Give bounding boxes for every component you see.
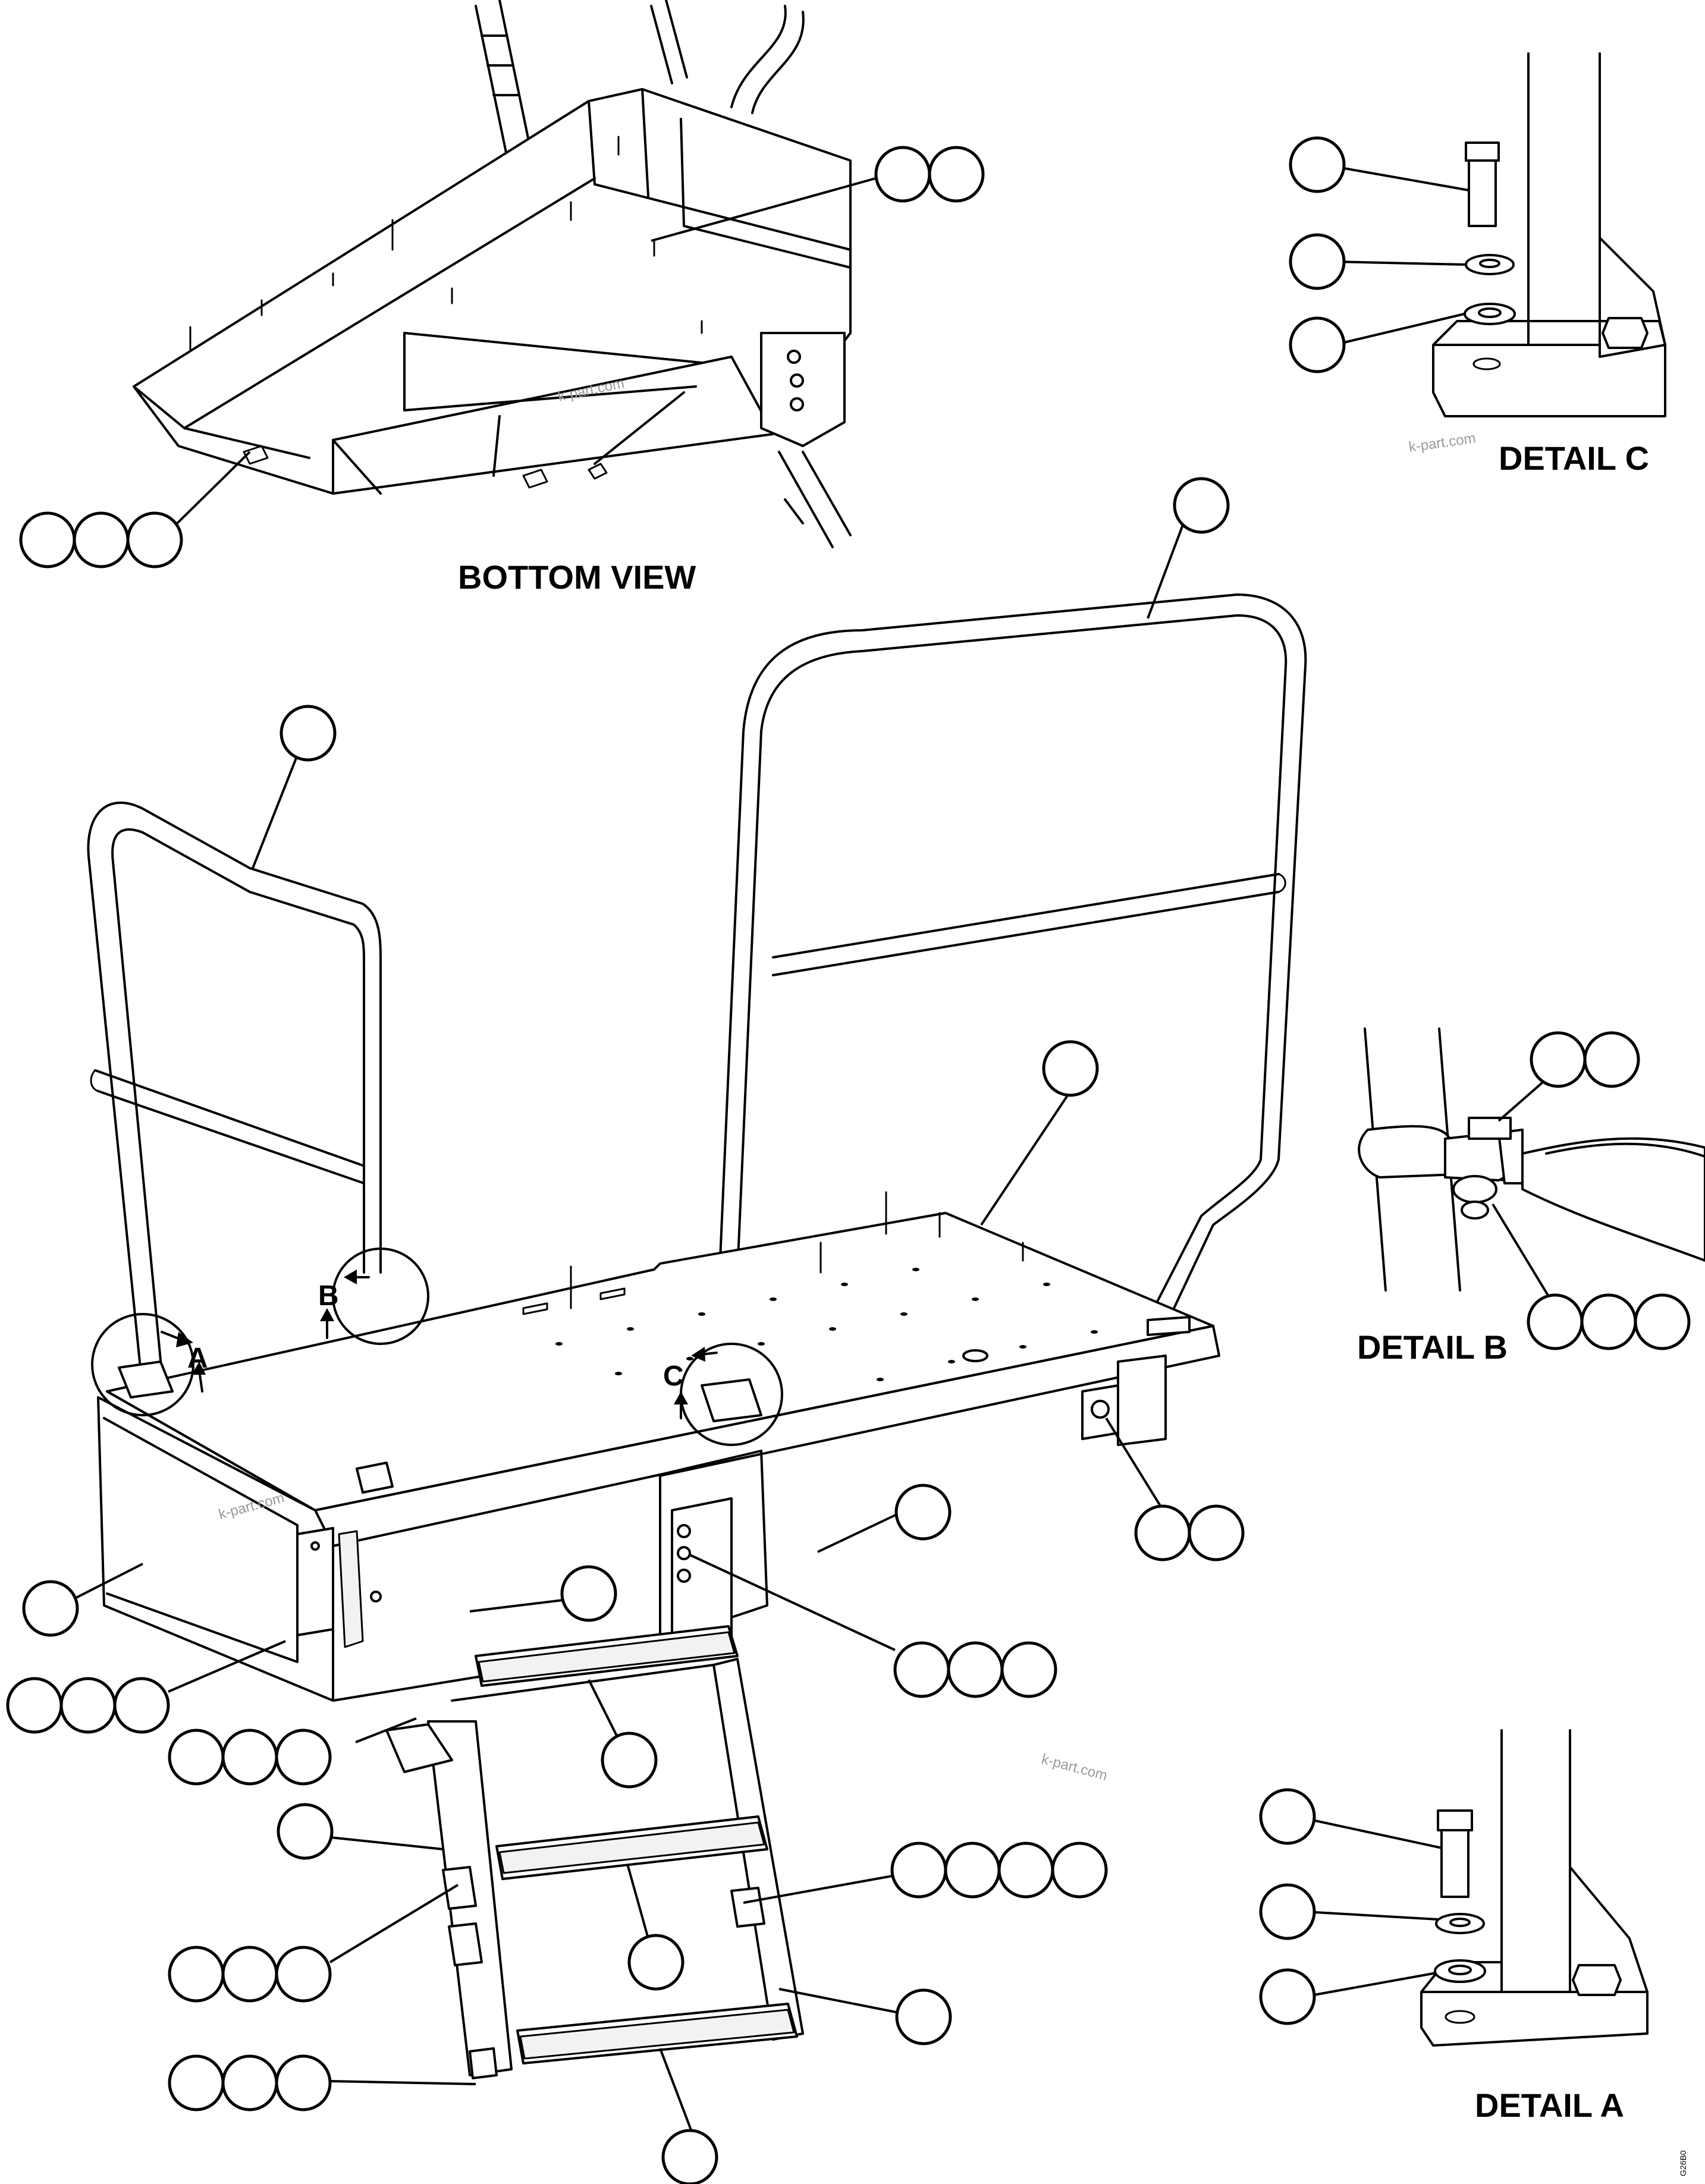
callout-bubble: [1583, 1031, 1640, 1088]
callout-bubble: [1289, 316, 1346, 373]
callout-bubble: [59, 1677, 117, 1734]
ladder-treads: [475, 1625, 798, 2064]
callout-bubble: [997, 1842, 1054, 1899]
callout-bubble: [601, 1732, 658, 1789]
detail-b-callouts: [1492, 1031, 1691, 1350]
callout-bubble: [275, 1729, 332, 1786]
callout-bubble: [890, 1842, 947, 1899]
bottom-view-callouts: [19, 146, 985, 568]
callout-bubble: [6, 1677, 63, 1734]
callout-bubble: [221, 1729, 278, 1786]
detail-a-drawing: [1420, 1729, 1649, 2047]
detail-a-callouts: [1259, 1788, 1443, 2025]
callout-bubble: [22, 1580, 79, 1637]
detail-a-title: DETAIL A: [1475, 2086, 1624, 2124]
callout-bubble: [221, 1946, 278, 2003]
callout-bubble: [1259, 1968, 1316, 2025]
callout-bubble: [168, 2054, 225, 2111]
callout-bubble: [168, 1729, 225, 1786]
bottom-view-title: BOTTOM VIEW: [458, 558, 696, 596]
callout-bubble: [1289, 233, 1346, 290]
callout-bubble: [1173, 477, 1230, 534]
detail-letter-a: A: [187, 1343, 208, 1374]
main-assembly-callouts: [6, 477, 1245, 2184]
callout-bubble: [944, 1842, 1001, 1899]
detail-c-callouts: [1289, 136, 1469, 373]
callout-bubble: [895, 1988, 952, 2045]
callout-bubble: [560, 1565, 617, 1622]
bottom-view-drawing: [133, 0, 852, 548]
callout-bubble: [1527, 1293, 1584, 1350]
callout-bubble: [1580, 1293, 1637, 1350]
callout-bubble: [126, 511, 183, 568]
callout-bubble: [19, 511, 76, 568]
callout-bubble: [277, 1803, 334, 1860]
detail-arrows: [161, 1269, 718, 1419]
watermark-detail-c: k-part.com: [1408, 430, 1477, 455]
callout-bubble: [1259, 1788, 1316, 1845]
deck-holes: [555, 1268, 1098, 1381]
callout-bubble: [928, 146, 985, 203]
callout-bubble: [280, 705, 337, 762]
callout-bubble: [1000, 1641, 1057, 1698]
callout-bubble: [113, 1677, 170, 1734]
callout-bubble: [168, 1946, 225, 2003]
callout-bubble: [661, 2129, 718, 2184]
callout-bubble: [1051, 1842, 1108, 1899]
callout-bubble: [1634, 1293, 1691, 1350]
callout-bubble: [1289, 136, 1346, 193]
callout-bubble: [1042, 1040, 1099, 1097]
callout-bubble: [1134, 1504, 1191, 1561]
callout-bubble: [1259, 1883, 1316, 1940]
callout-bubble: [894, 1484, 952, 1541]
detail-c-drawing: [1432, 52, 1666, 417]
callout-bubble: [947, 1641, 1004, 1698]
watermark-main-right: k-part.com: [1040, 1751, 1109, 1784]
callout-bubble: [893, 1641, 950, 1698]
drawing-code: G26B0: [1678, 2150, 1688, 2176]
callout-bubble: [275, 2054, 332, 2111]
callout-bubble: [1188, 1504, 1245, 1561]
callout-bubble: [1530, 1031, 1587, 1088]
main-assembly-drawing: [87, 593, 1307, 2079]
callout-bubble: [874, 146, 931, 203]
callout-bubble: [221, 2054, 278, 2111]
detail-c-title: DETAIL C: [1499, 439, 1649, 477]
callout-bubble: [275, 1946, 332, 2003]
callout-bubble: [73, 511, 130, 568]
detail-b-title: DETAIL B: [1357, 1328, 1508, 1366]
callout-bubble: [627, 1934, 684, 1991]
detail-letter-c: C: [663, 1360, 684, 1392]
detail-letter-b: B: [318, 1280, 339, 1312]
